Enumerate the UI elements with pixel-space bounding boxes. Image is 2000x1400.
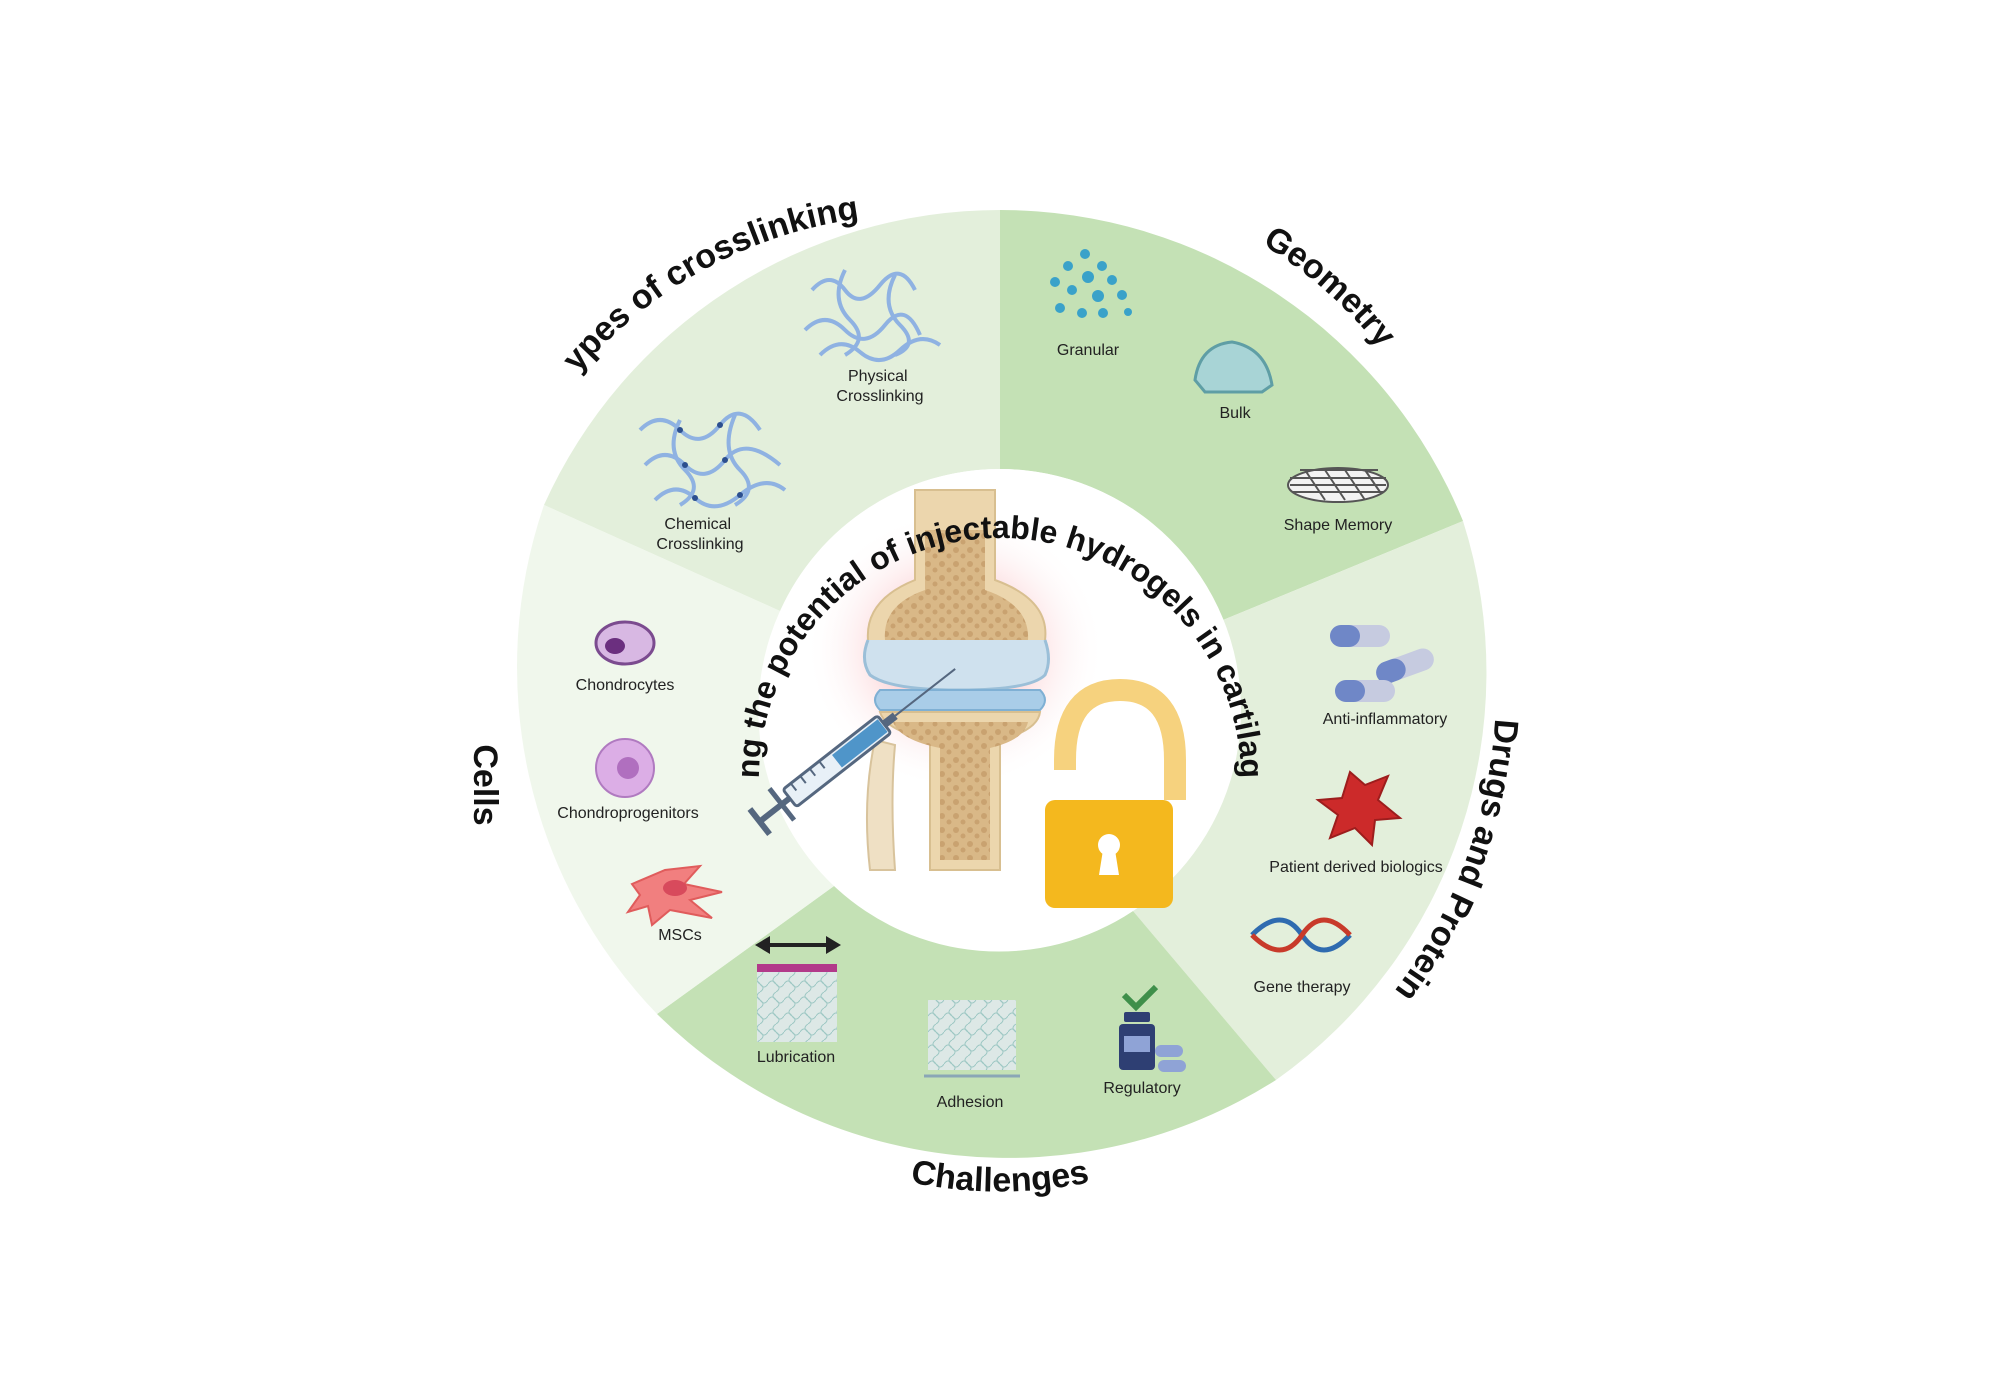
label-line: Chemical [664, 516, 731, 533]
label-lubrication: Lubrication [757, 1049, 835, 1066]
knee-joint-illustration [863, 489, 1050, 871]
label-bulk: Bulk [1219, 405, 1251, 422]
syringe-icon [747, 668, 956, 837]
regulatory-icon [1119, 984, 1186, 1072]
label-line: Physical [848, 368, 908, 385]
label-line: Crosslinking [656, 536, 743, 553]
label-mscs: MSCs [658, 927, 702, 944]
sector-geometry [1000, 209, 1463, 620]
lubrication-icon [755, 936, 841, 1042]
label-chondroprogenitors: Chondroprogenitors [557, 805, 698, 822]
adhesion-icon [924, 1000, 1020, 1078]
msc-icon [625, 864, 723, 927]
label-physical-crosslinking: Physical Crosslinking [836, 368, 923, 405]
heading-cells: Cells [466, 744, 504, 825]
label-patient-derived-biologics: Patient derived biologics [1269, 859, 1442, 876]
label-line: Crosslinking [836, 388, 923, 405]
granular-icon [1050, 249, 1132, 318]
label-chemical-crosslinking: Chemical Crosslinking [656, 516, 743, 553]
pills-icon [1330, 625, 1434, 702]
shape-memory-scaffold-icon [1287, 467, 1389, 503]
label-chondrocytes: Chondrocytes [576, 677, 675, 694]
chondrocyte-icon [594, 620, 656, 666]
physical-crosslinking-icon [803, 269, 942, 362]
dna-icon [1250, 917, 1352, 953]
chemical-crosslinking-icon [638, 411, 787, 509]
label-anti-inflammatory: Anti-inflammatory [1323, 711, 1447, 728]
label-adhesion: Adhesion [937, 1094, 1004, 1111]
bulk-hydrogel-icon [1193, 340, 1274, 394]
open-lock-icon [1045, 678, 1186, 908]
sector-crosslinking [544, 210, 1000, 611]
label-regulatory: Regulatory [1103, 1080, 1180, 1097]
heading-challenges: Challenges [908, 1153, 1091, 1200]
sector-cells [517, 505, 834, 1014]
label-gene-therapy: Gene therapy [1254, 979, 1351, 996]
label-granular: Granular [1057, 342, 1120, 359]
label-shape-memory: Shape Memory [1284, 517, 1393, 534]
chondroprogenitor-icon [595, 738, 655, 798]
platelet-biologics-icon [1315, 770, 1403, 848]
